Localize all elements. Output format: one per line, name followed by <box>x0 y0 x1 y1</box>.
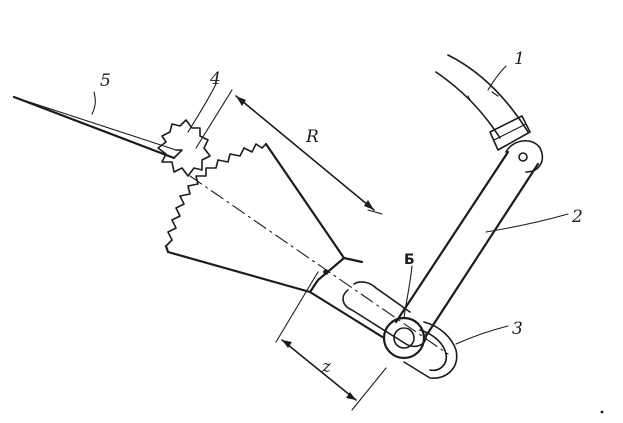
pin-3 <box>382 316 458 379</box>
label-part-3: 3 <box>512 319 523 339</box>
clamp-block <box>489 115 531 151</box>
speck <box>600 410 604 414</box>
label-point-b: Б <box>404 252 415 268</box>
label-part-4: 4 <box>209 69 221 89</box>
arm-centerline <box>189 175 449 355</box>
pointer-5 <box>12 95 183 160</box>
arm-hinge-point <box>323 269 329 275</box>
dimension-r <box>195 89 383 215</box>
gear-4 <box>157 119 211 177</box>
link-2 <box>394 150 540 338</box>
tube-pivot <box>505 140 544 173</box>
toothed-sector <box>164 142 346 294</box>
label-radius-r: R <box>305 127 319 147</box>
label-part-5: 5 <box>100 71 111 91</box>
leader-lines <box>91 65 569 345</box>
label-offset-z: z <box>321 357 332 377</box>
label-part-1: 1 <box>514 49 525 69</box>
dimension-z <box>275 271 387 411</box>
label-part-2: 2 <box>571 207 583 227</box>
